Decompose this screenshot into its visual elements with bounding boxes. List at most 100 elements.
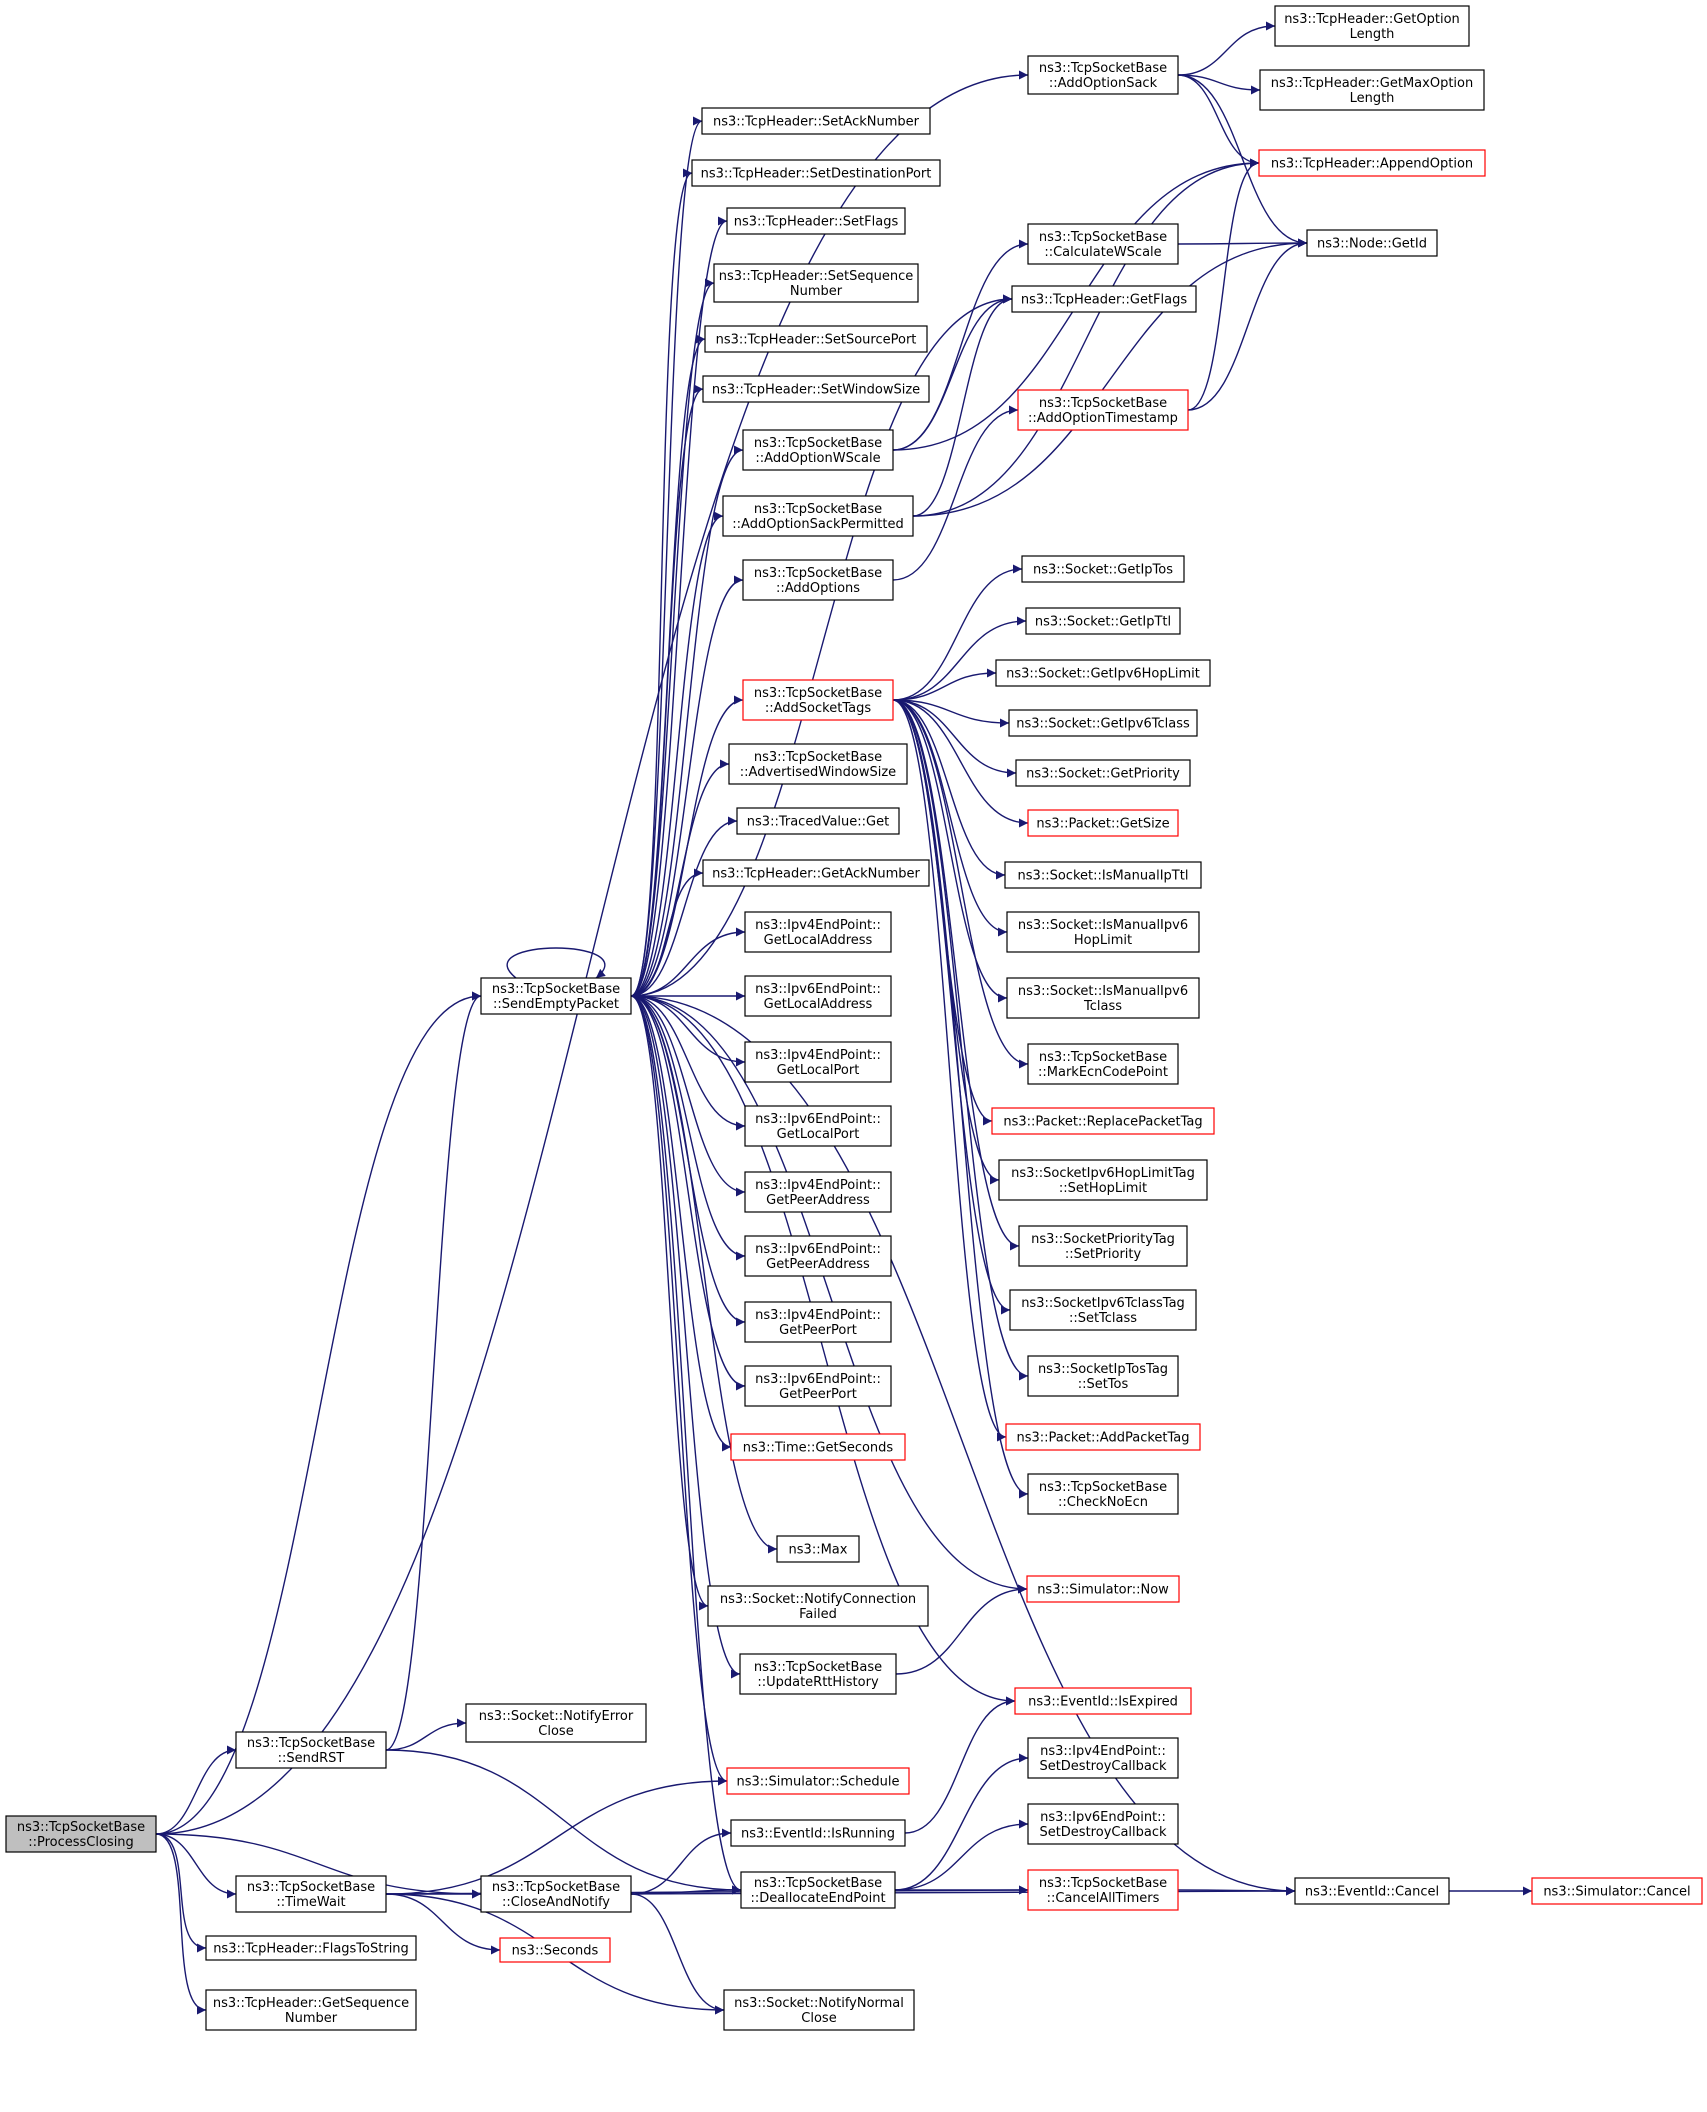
node-set-ack-number[interactable]: ns3::TcpHeader::SetAckNumber xyxy=(701,107,931,135)
node-label: ns3::EventId::Cancel xyxy=(1305,1885,1439,1900)
node-set-tos[interactable]: ns3::SocketIpTosTag::SetTos xyxy=(1027,1355,1179,1397)
node-check-no-ecn[interactable]: ns3::TcpSocketBase::CheckNoEcn xyxy=(1027,1473,1179,1515)
node-send-empty-packet[interactable]: ns3::TcpSocketBase::SendEmptyPacket xyxy=(480,977,632,1015)
edge-process-closing-to-time-wait xyxy=(155,1833,237,1899)
node-set-source-port[interactable]: ns3::TcpHeader::SetSourcePort xyxy=(704,325,928,353)
node-update-rtt-history[interactable]: ns3::TcpSocketBase::UpdateRttHistory xyxy=(739,1653,897,1695)
node-ipv6-set-destroy-callback[interactable]: ns3::Ipv6EndPoint::SetDestroyCallback xyxy=(1027,1803,1179,1845)
node-label: ns3::SocketIpTosTag xyxy=(1038,1362,1168,1377)
node-time-wait[interactable]: ns3::TcpSocketBase::TimeWait xyxy=(235,1875,387,1913)
node-label: ::SetHopLimit xyxy=(1059,1181,1147,1196)
node-is-manual-ip-ttl[interactable]: ns3::Socket::IsManualIpTtl xyxy=(1004,861,1202,889)
node-get-ip-tos[interactable]: ns3::Socket::GetIpTos xyxy=(1021,555,1185,583)
edge-send-empty-packet-to-set-destination-port xyxy=(630,168,693,997)
node-packet-get-size[interactable]: ns3::Packet::GetSize xyxy=(1027,809,1179,837)
node-add-option-sack-permitted[interactable]: ns3::TcpSocketBase::AddOptionSackPermitt… xyxy=(722,495,914,537)
node-add-option-timestamp[interactable]: ns3::TcpSocketBase::AddOptionTimestamp xyxy=(1017,389,1189,431)
node-flags-to-string[interactable]: ns3::TcpHeader::FlagsToString xyxy=(205,1935,417,1961)
node-get-ipv6-tclass[interactable]: ns3::Socket::GetIpv6Tclass xyxy=(1008,709,1198,737)
node-label: GetLocalPort xyxy=(777,1127,860,1142)
node-event-id-cancel[interactable]: ns3::EventId::Cancel xyxy=(1294,1877,1450,1905)
node-box xyxy=(730,1433,906,1461)
node-node-get-id[interactable]: ns3::Node::GetId xyxy=(1306,229,1438,257)
node-label: ns3::TcpHeader::GetFlags xyxy=(1021,293,1188,308)
edge-add-socket-tags-to-set-tos xyxy=(892,699,1029,1381)
edge-send-empty-packet-to-set-ack-number xyxy=(630,116,703,997)
node-box xyxy=(742,559,894,601)
node-add-option-w-scale[interactable]: ns3::TcpSocketBase::AddOptionWScale xyxy=(742,429,894,471)
node-box xyxy=(1027,1869,1179,1911)
node-ipv6-get-peer-address[interactable]: ns3::Ipv6EndPoint::GetPeerAddress xyxy=(744,1235,892,1277)
node-deallocate-end-point[interactable]: ns3::TcpSocketBase::DeallocateEndPoint xyxy=(740,1871,896,1909)
node-simulator-now[interactable]: ns3::Simulator::Now xyxy=(1026,1575,1180,1603)
node-label: ns3::TcpHeader::AppendOption xyxy=(1271,157,1473,172)
edge-process-closing-to-send-rst xyxy=(155,1745,237,1835)
node-get-ip-ttl[interactable]: ns3::Socket::GetIpTtl xyxy=(1025,607,1181,635)
node-send-rst[interactable]: ns3::TcpSocketBase::SendRST xyxy=(235,1731,387,1769)
node-ipv4-set-destroy-callback[interactable]: ns3::Ipv4EndPoint::SetDestroyCallback xyxy=(1027,1737,1179,1779)
node-set-flags[interactable]: ns3::TcpHeader::SetFlags xyxy=(726,207,906,235)
node-set-window-size[interactable]: ns3::TcpHeader::SetWindowSize xyxy=(702,375,930,403)
node-ipv4-get-peer-port[interactable]: ns3::Ipv4EndPoint::GetPeerPort xyxy=(744,1301,892,1343)
node-add-socket-tags[interactable]: ns3::TcpSocketBase::AddSocketTags xyxy=(742,679,894,721)
node-append-option[interactable]: ns3::TcpHeader::AppendOption xyxy=(1258,149,1486,177)
node-label: ns3::Packet::AddPacketTag xyxy=(1016,1431,1189,1446)
node-add-packet-tag[interactable]: ns3::Packet::AddPacketTag xyxy=(1005,1423,1201,1451)
node-traced-value-get[interactable]: ns3::TracedValue::Get xyxy=(736,807,900,835)
node-get-priority[interactable]: ns3::Socket::GetPriority xyxy=(1015,759,1191,787)
node-label: ns3::Simulator::Schedule xyxy=(736,1775,899,1790)
node-add-option-sack[interactable]: ns3::TcpSocketBase::AddOptionSack xyxy=(1027,55,1179,95)
node-label: ns3::Socket::GetPriority xyxy=(1026,767,1180,782)
edge-add-socket-tags-to-is-manual-ipv6-hop-limit xyxy=(892,699,1008,937)
node-calculate-w-scale[interactable]: ns3::TcpSocketBase::CalculateWScale xyxy=(1027,223,1179,265)
node-process-closing[interactable]: ns3::TcpSocketBase::ProcessClosing xyxy=(5,1815,157,1853)
node-event-id-is-expired[interactable]: ns3::EventId::IsExpired xyxy=(1014,1687,1192,1715)
node-label: ::UpdateRttHistory xyxy=(757,1675,879,1690)
node-label: ::CalculateWScale xyxy=(1044,245,1161,260)
node-label: ns3::Ipv6EndPoint:: xyxy=(755,1112,881,1127)
node-set-priority[interactable]: ns3::SocketPriorityTag::SetPriority xyxy=(1018,1225,1188,1267)
edge-send-empty-packet-to-time-get-seconds xyxy=(630,995,732,1452)
node-advertised-window-size[interactable]: ns3::TcpSocketBase::AdvertisedWindowSize xyxy=(728,743,908,785)
node-simulator-cancel[interactable]: ns3::Simulator::Cancel xyxy=(1531,1877,1703,1905)
node-replace-packet-tag[interactable]: ns3::Packet::ReplacePacketTag xyxy=(991,1107,1215,1135)
node-ipv4-get-peer-address[interactable]: ns3::Ipv4EndPoint::GetPeerAddress xyxy=(744,1171,892,1213)
node-set-hop-limit[interactable]: ns3::SocketIpv6HopLimitTag::SetHopLimit xyxy=(998,1159,1208,1201)
node-ipv4-get-local-port[interactable]: ns3::Ipv4EndPoint::GetLocalPort xyxy=(744,1041,892,1083)
edge-add-option-timestamp-to-node-get-id xyxy=(1187,238,1308,411)
node-cancel-all-timers[interactable]: ns3::TcpSocketBase::CancelAllTimers xyxy=(1027,1869,1179,1911)
node-time-get-seconds[interactable]: ns3::Time::GetSeconds xyxy=(730,1433,906,1461)
node-label: ns3::TcpSocketBase xyxy=(754,686,882,701)
node-seconds[interactable]: ns3::Seconds xyxy=(499,1937,611,1963)
node-label: ns3::TcpSocketBase xyxy=(1039,61,1167,76)
node-label: ns3::TcpHeader::GetSequence xyxy=(213,1996,409,2011)
node-label: ::SetPriority xyxy=(1065,1247,1142,1262)
node-label: ns3::SocketIpv6HopLimitTag xyxy=(1011,1166,1195,1181)
node-ipv4-get-local-address[interactable]: ns3::Ipv4EndPoint::GetLocalAddress xyxy=(744,911,892,953)
node-add-options[interactable]: ns3::TcpSocketBase::AddOptions xyxy=(742,559,894,601)
node-max[interactable]: ns3::Max xyxy=(776,1535,860,1563)
node-get-flags[interactable]: ns3::TcpHeader::GetFlags xyxy=(1011,285,1197,313)
node-get-ack-number[interactable]: ns3::TcpHeader::GetAckNumber xyxy=(702,859,930,887)
node-close-and-notify[interactable]: ns3::TcpSocketBase::CloseAndNotify xyxy=(480,1875,632,1913)
node-box xyxy=(1531,1877,1703,1905)
node-ipv6-get-local-address[interactable]: ns3::Ipv6EndPoint::GetLocalAddress xyxy=(744,975,892,1017)
node-simulator-schedule[interactable]: ns3::Simulator::Schedule xyxy=(726,1767,910,1795)
node-ipv6-get-local-port[interactable]: ns3::Ipv6EndPoint::GetLocalPort xyxy=(744,1105,892,1147)
node-get-ipv6-hop-limit[interactable]: ns3::Socket::GetIpv6HopLimit xyxy=(995,659,1211,687)
node-mark-ecn-code-point[interactable]: ns3::TcpSocketBase::MarkEcnCodePoint xyxy=(1027,1043,1179,1085)
node-set-tclass[interactable]: ns3::SocketIpv6TclassTag::SetTclass xyxy=(1009,1289,1197,1331)
node-ipv6-get-peer-port[interactable]: ns3::Ipv6EndPoint::GetPeerPort xyxy=(744,1365,892,1407)
node-event-id-is-running[interactable]: ns3::EventId::IsRunning xyxy=(730,1819,906,1847)
node-label: ns3::TcpHeader::SetSourcePort xyxy=(716,333,917,348)
node-set-destination-port[interactable]: ns3::TcpHeader::SetDestinationPort xyxy=(691,159,941,187)
